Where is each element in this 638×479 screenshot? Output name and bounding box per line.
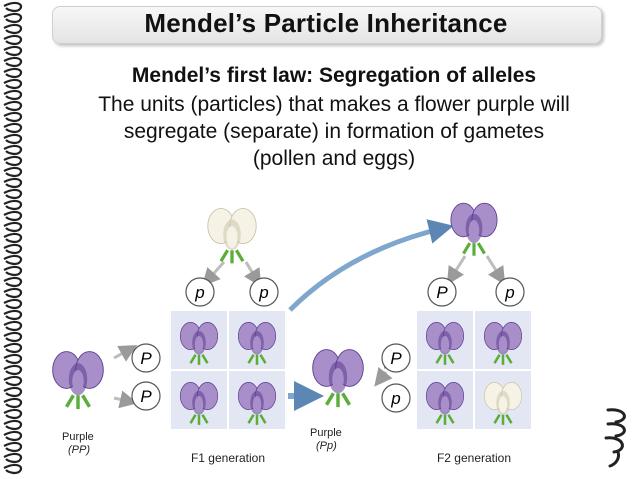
f2-offspring-flower (483, 382, 523, 425)
f2-pollen-alleles: P p (427, 277, 525, 307)
f2-generation-label: F2 generation (437, 451, 511, 465)
title-bar (52, 6, 602, 44)
f2-offspring-flower (483, 322, 523, 365)
f1-pollen-1: p (194, 283, 204, 302)
white-parent-flower (207, 207, 257, 264)
f1-offspring-flower (237, 322, 277, 365)
segregation-diagram: p p P P P p P p Purple (PP) Purple (Pp) … (52, 202, 533, 465)
corner-ornament-icon (604, 408, 626, 468)
f1-pollen-alleles: p p (185, 277, 279, 307)
body-line-2: segregate (separate) in formation of gam… (123, 120, 545, 143)
hybrid-flower (312, 349, 364, 408)
hybrid-genotype: (Pp) (316, 440, 337, 452)
body-line-3: (pollen and eggs) (252, 147, 416, 170)
f2-offspring-flower (425, 322, 465, 365)
spiral-binding (3, 1, 23, 475)
body-line-1: The units (particles) that makes a flowe… (98, 93, 570, 116)
f1-pollen-2: p (258, 283, 268, 302)
f2-pollen-2: p (504, 283, 514, 302)
hybrid-label: Purple (310, 427, 342, 439)
f1-offspring-flower (179, 382, 219, 425)
f1-offspring-flower (179, 322, 219, 365)
f2-egg-alleles: P p (381, 343, 411, 413)
f2-punnett-grid (415, 309, 533, 431)
f2-offspring-flower (425, 382, 465, 425)
pollen-arrows (113, 255, 506, 409)
f1-parent-flower (450, 202, 498, 256)
f2-egg-1: P (390, 349, 402, 368)
f2-egg-2: p (390, 389, 400, 408)
parent-label: Purple (62, 431, 94, 443)
f2-pollen-1: P (436, 283, 448, 302)
slide-subtitle: Mendel’s first law: Segregation of allel… (131, 64, 537, 87)
f1-egg-alleles: P P (131, 343, 161, 411)
f1-to-f2-arrow (288, 219, 454, 312)
parent-genotype: (PP) (68, 444, 90, 456)
slide-title: Mendel’s Particle Inheritance (144, 8, 508, 38)
purple-parent-flower (52, 351, 104, 410)
f1-offspring-flower (237, 382, 277, 425)
f1-egg-2: P (140, 387, 152, 406)
f1-generation-label: F1 generation (191, 451, 265, 465)
f1-egg-1: P (140, 349, 152, 368)
